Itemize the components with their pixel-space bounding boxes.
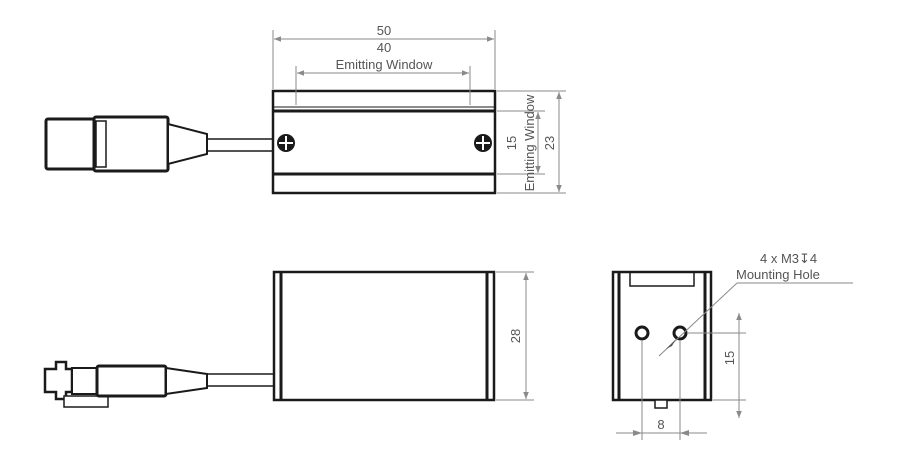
mounting-hole-left-icon (634, 325, 650, 341)
side-view: 28 (43, 270, 534, 408)
connector-side-neck (71, 367, 99, 395)
dim-hole-height: 15 (722, 351, 737, 365)
dim-window-width-label: Emitting Window (336, 57, 433, 72)
top-view: 50 40 Emitting Window 15 Emitting Window… (44, 23, 566, 195)
cable-strain-relief (167, 122, 208, 166)
connector-plug (44, 117, 98, 171)
dim-overall-height: 23 (542, 136, 557, 150)
end-view: 4 x M3↧4 Mounting Hole 15 8 (611, 251, 853, 440)
mounting-hole-right-icon (672, 325, 688, 341)
dim-window-width: 40 (377, 40, 391, 55)
dim-hole-spacing: 8 (657, 417, 664, 432)
dim-window-height-label: Emitting Window (522, 94, 537, 191)
hole-callout-line2: Mounting Hole (736, 267, 820, 282)
dim-depth: 28 (508, 329, 523, 343)
window-slot-end (629, 271, 695, 287)
connector-body (92, 115, 170, 173)
cable-exit-tab (654, 399, 668, 409)
connector-side-tab (63, 395, 109, 408)
dim-overall-width: 50 (377, 23, 391, 38)
housing-end (611, 270, 713, 402)
dim-window-height: 15 (504, 136, 519, 150)
housing-top (271, 89, 497, 195)
connector-side-body (95, 364, 168, 398)
housing-side (272, 270, 496, 402)
connector-side-latch (43, 360, 74, 401)
hole-callout-line1: 4 x M3↧4 (760, 251, 817, 266)
cable-side-relief (165, 366, 208, 396)
connector-sleeve (95, 120, 107, 168)
screw-left-icon (277, 134, 295, 152)
screw-right-icon (474, 134, 492, 152)
